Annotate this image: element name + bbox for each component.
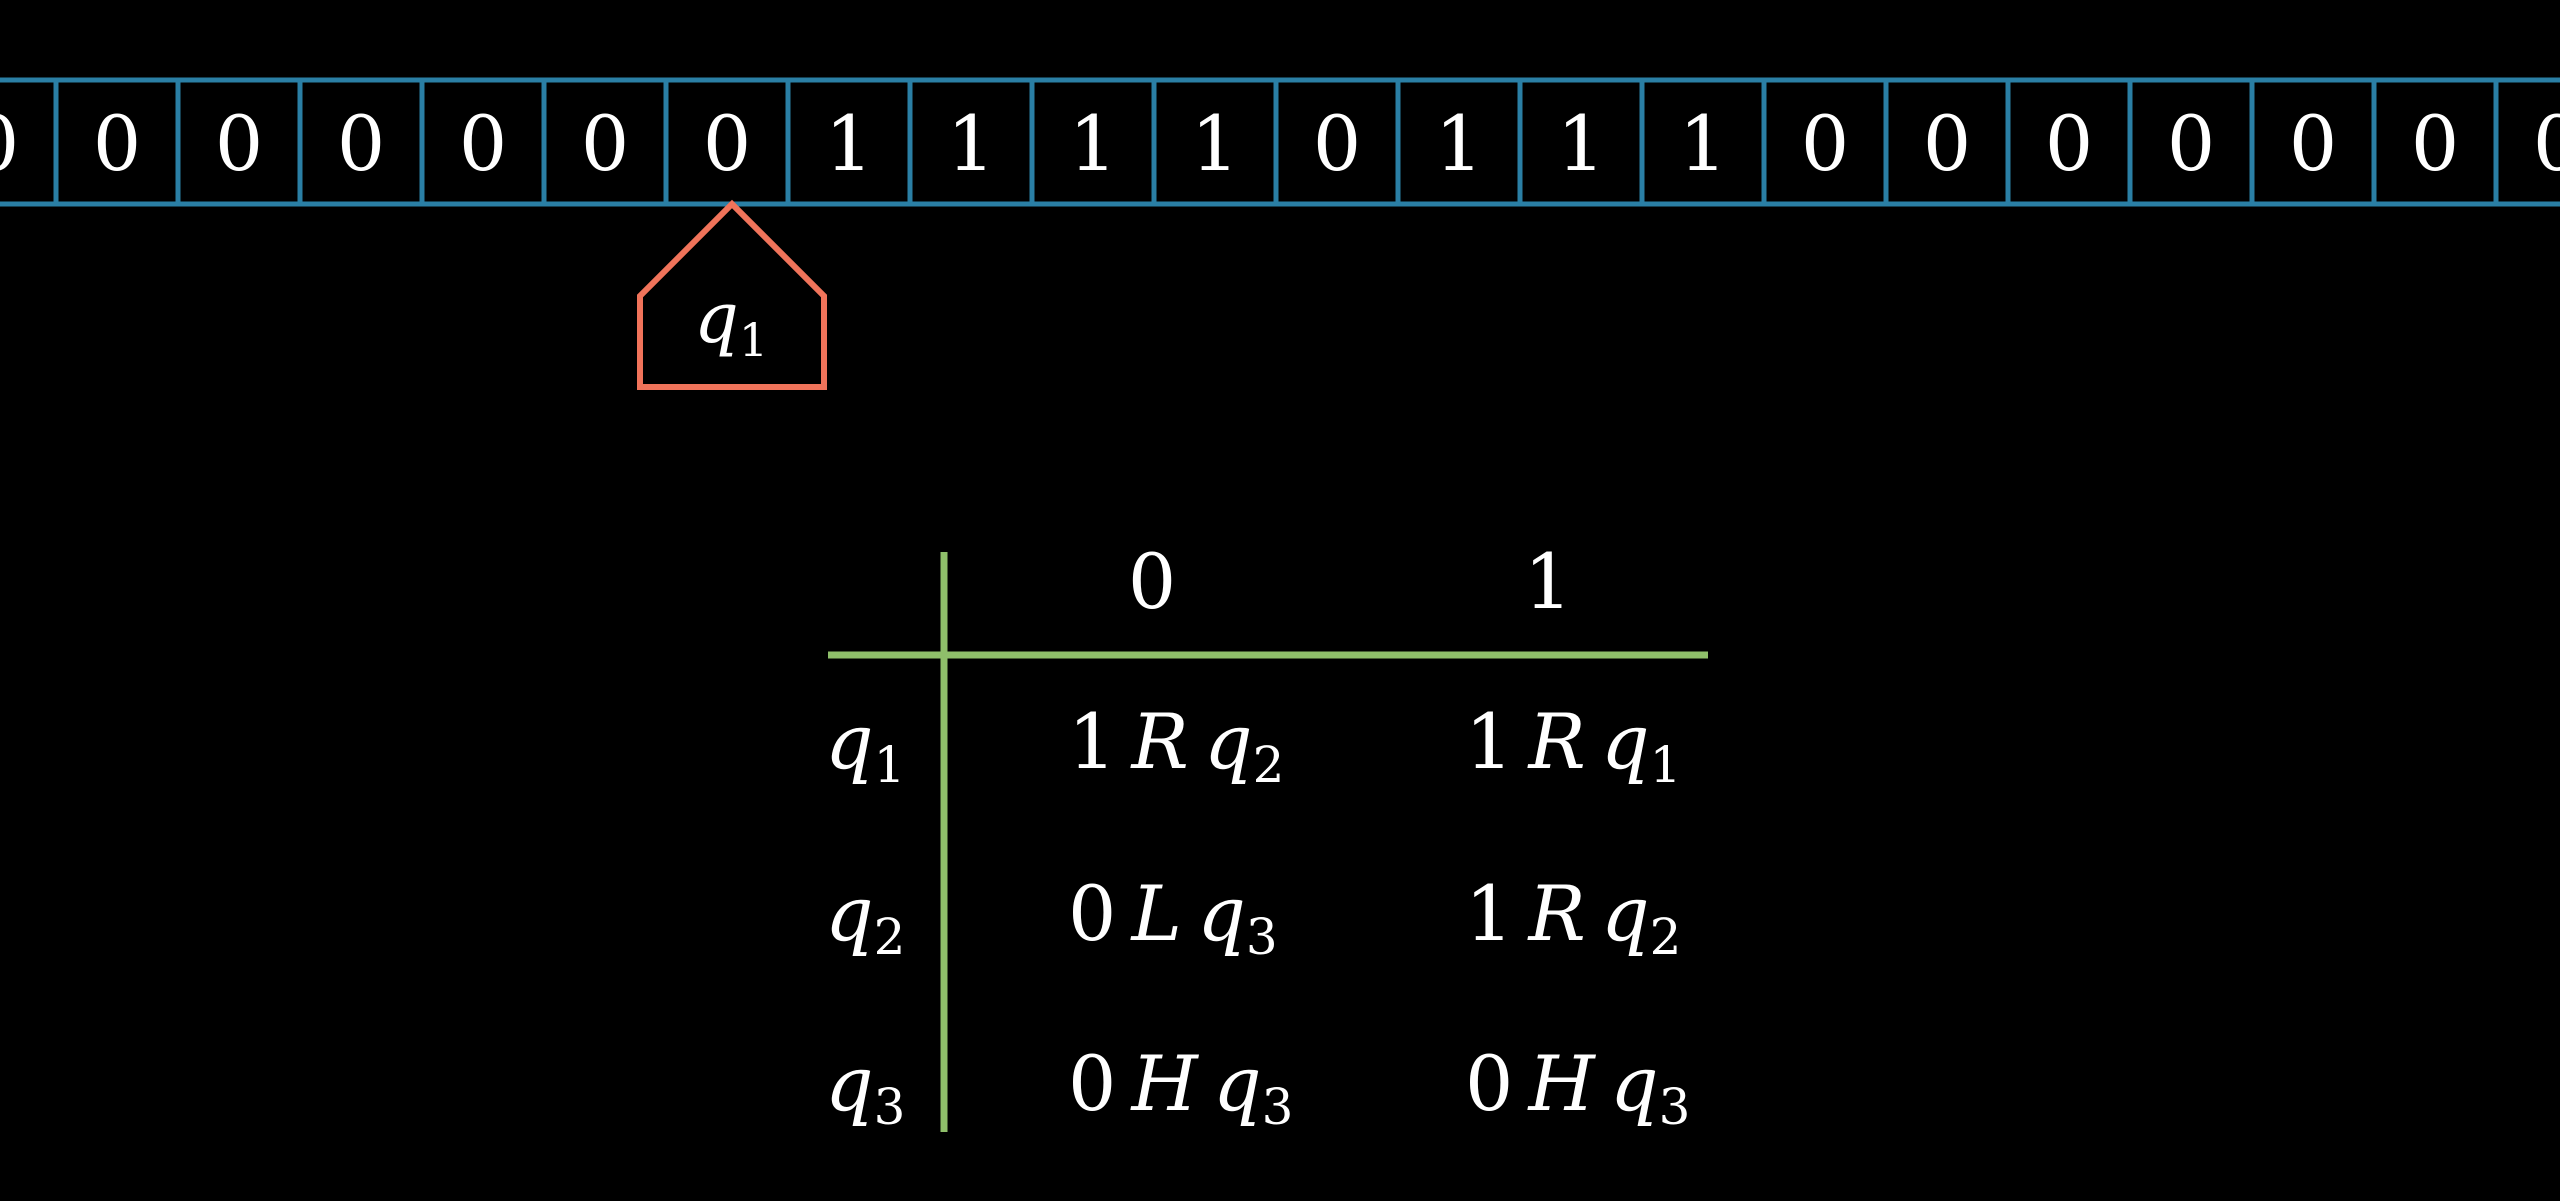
head-state-letter: q (694, 277, 739, 359)
transition-cell: 0 H q3 (1068, 1039, 1293, 1136)
spacer (1198, 1039, 1213, 1128)
next-state-index: 3 (1659, 1078, 1691, 1136)
tape-cell: 0 (1313, 99, 1361, 188)
row-state-index: 1 (874, 736, 906, 794)
tape-cell: 0 (459, 99, 507, 188)
next-state-letter: q (1610, 1039, 1659, 1128)
row-state-letter: q (825, 1039, 874, 1128)
tape-cell: 1 (947, 99, 995, 188)
write-symbol: 1 (1068, 697, 1116, 786)
row-state-letter: q (825, 697, 874, 786)
tape-cell: 0 (2533, 99, 2560, 188)
transition-cell: 0 L q3 (1068, 869, 1278, 966)
spacer (1586, 697, 1601, 786)
row-state-letter: q (825, 869, 874, 958)
next-state-index: 3 (1262, 1078, 1294, 1136)
tape-cell: 1 (1069, 99, 1117, 188)
row-state-label: q1 (825, 697, 905, 794)
transition-cell: 0 H q3 (1465, 1039, 1690, 1136)
tape-cell: 0 (0, 99, 19, 188)
row-state-label: q3 (825, 1039, 905, 1136)
spacer (1182, 869, 1197, 958)
spacer (1189, 697, 1204, 786)
transition-cell: 1 R q2 (1068, 697, 1284, 794)
tape-cell: 0 (2045, 99, 2093, 188)
spacer (1116, 1039, 1131, 1128)
tape-cell: 0 (581, 99, 629, 188)
column-header: 1 (1524, 537, 1572, 626)
next-state-letter: q (1197, 869, 1246, 958)
tape-cell: 0 (2411, 99, 2459, 188)
tape-cell: 0 (2289, 99, 2337, 188)
head-state-label: q1 (694, 277, 768, 367)
move-direction: H (1527, 1039, 1597, 1128)
tape-cell: 1 (1679, 99, 1727, 188)
spacer (1595, 1039, 1610, 1128)
transition-cell: 1 R q1 (1465, 697, 1681, 794)
next-state-index: 3 (1246, 908, 1278, 966)
next-state-index: 1 (1650, 736, 1682, 794)
next-state-index: 2 (1650, 908, 1682, 966)
spacer (1513, 869, 1528, 958)
next-state-letter: q (1601, 697, 1650, 786)
tape: 00000001111011100000000 (0, 77, 2560, 207)
tape-cell: 0 (703, 99, 751, 188)
row-state-label: q2 (825, 869, 905, 966)
tape-cell: 0 (337, 99, 385, 188)
move-direction: H (1130, 1039, 1200, 1128)
write-symbol: 1 (1465, 697, 1513, 786)
column-header: 0 (1128, 537, 1176, 626)
row-state-index: 3 (874, 1078, 906, 1136)
tape-cell: 0 (93, 99, 141, 188)
tape-cell: 0 (1801, 99, 1849, 188)
tape-head: q1 (637, 199, 827, 390)
head-state-index: 1 (739, 313, 768, 367)
spacer (1116, 869, 1131, 958)
spacer (1116, 697, 1131, 786)
next-state-letter: q (1601, 869, 1650, 958)
tape-cell: 0 (1923, 99, 1971, 188)
spacer (1513, 1039, 1528, 1128)
tape-cell: 1 (825, 99, 873, 188)
move-direction: L (1130, 869, 1182, 958)
write-symbol: 0 (1465, 1039, 1513, 1128)
tape-cell: 0 (2167, 99, 2215, 188)
move-direction: R (1527, 697, 1586, 786)
spacer (1586, 869, 1601, 958)
write-symbol: 1 (1465, 869, 1513, 958)
move-direction: R (1527, 869, 1586, 958)
tape-cell: 1 (1191, 99, 1239, 188)
row-state-index: 2 (874, 908, 906, 966)
spacer (1513, 697, 1528, 786)
transition-cell: 1 R q2 (1465, 869, 1681, 966)
tape-cell: 1 (1557, 99, 1605, 188)
next-state-index: 2 (1253, 736, 1285, 794)
next-state-letter: q (1204, 697, 1253, 786)
write-symbol: 0 (1068, 1039, 1116, 1128)
next-state-letter: q (1213, 1039, 1262, 1128)
tape-cell: 1 (1435, 99, 1483, 188)
write-symbol: 0 (1068, 869, 1116, 958)
tape-cell: 0 (215, 99, 263, 188)
move-direction: R (1130, 697, 1189, 786)
head-pointer-shape (637, 199, 827, 390)
